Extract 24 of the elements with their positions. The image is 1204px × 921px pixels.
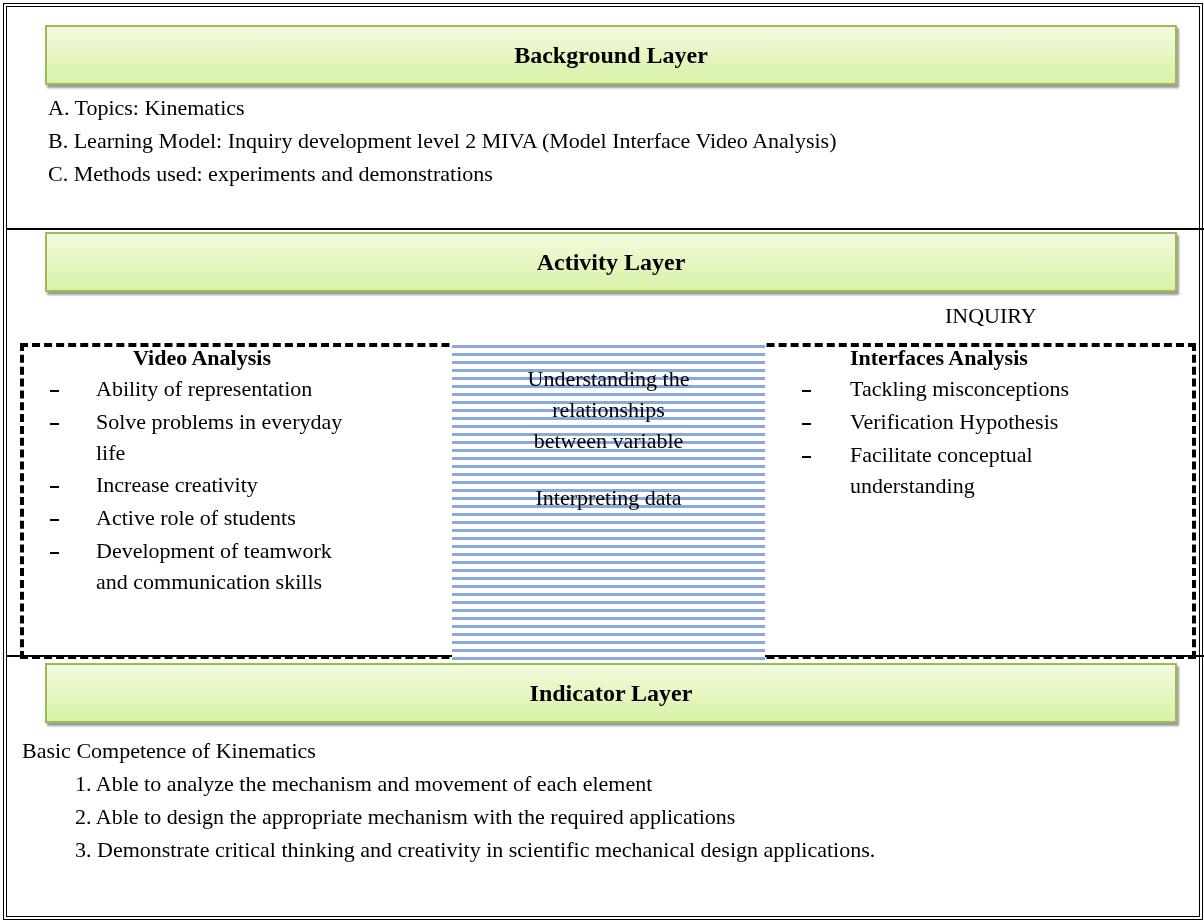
list-item: Development of teamwork and communication skills [96,537,333,596]
list-item: 2. Able to design the appropriate mechanism with the required applications [75,803,736,831]
layer-header-bar: Indicator Layer [45,663,1177,723]
list-item: Facilitate conceptual understanding [850,441,1034,500]
list-item: Solve problems in everyday life [96,408,344,467]
list-heading: Basic Competence of Kinematics [22,737,316,765]
group-heading: INQUIRY [945,303,1037,329]
box-text: Understanding the relationships between variable [526,365,691,455]
list-item: A. Topics: Kinematics [48,94,245,122]
section-heading: Interfaces Analysis [850,344,1028,372]
list-item: B. Learning Model: Inquiry development level 2 MIVA (Model Interface Video Analysis) [48,127,837,155]
box-text: Interpreting data [534,484,683,512]
list-item: Increase creativity [96,471,259,499]
section-heading: Video Analysis [133,344,271,372]
list-item: Active role of students [96,504,297,532]
list-item: Ability of representation [96,375,314,403]
dashed-group-box [20,343,1196,659]
list-item: Verification Hypothesis [850,408,1060,436]
layer-header-bar: Background Layer [45,25,1177,85]
layer-header-bar: Activity Layer [45,232,1177,292]
list-item: Tackling misconceptions [850,375,1071,403]
list-item: 1. Able to analyze the mechanism and movement of each element [75,770,653,798]
list-item: C. Methods used: experiments and demonstrations [48,160,493,188]
list-item: 3. Demonstrate critical thinking and creativity in scientific mechanical design applications. [75,836,876,864]
